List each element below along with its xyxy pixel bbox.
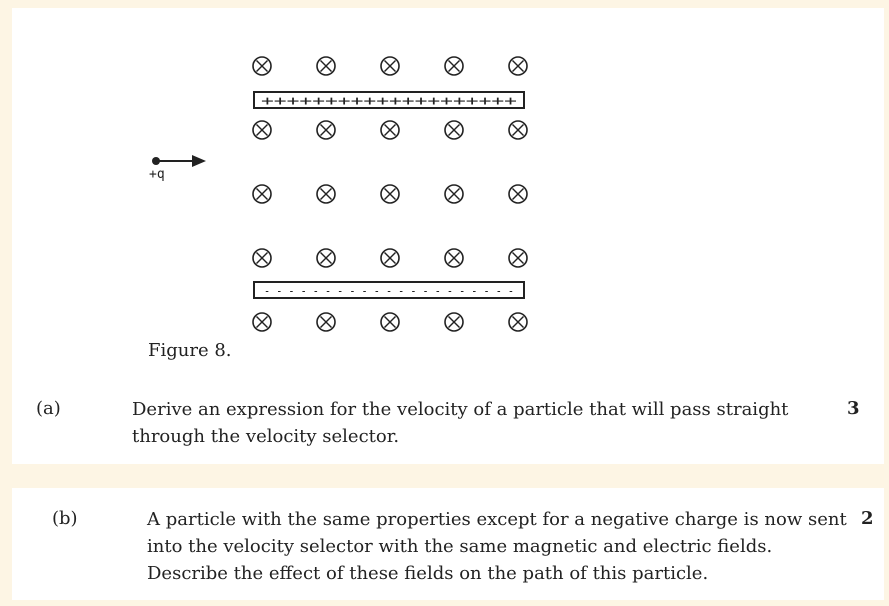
field-into-page-icon: [252, 184, 272, 204]
field-into-page-icon: [444, 56, 464, 76]
question-card-a: ++++++++++++++++++++ - - - - - - - - - -…: [12, 8, 884, 464]
field-into-page-icon: [316, 56, 336, 76]
field-into-page-icon: [316, 184, 336, 204]
field-into-page-icon: [380, 120, 400, 140]
question-marks: 3: [847, 398, 860, 419]
field-into-page-icon: [380, 184, 400, 204]
field-into-page-icon: [252, 120, 272, 140]
field-into-page-icon: [380, 248, 400, 268]
field-into-page-icon: [444, 248, 464, 268]
question-text: Derive an expression for the velocity of…: [132, 396, 789, 450]
field-into-page-icon: [444, 120, 464, 140]
question-label: (b): [52, 508, 78, 529]
velocity-arrow-head: [192, 155, 206, 167]
field-into-page-icon: [508, 184, 528, 204]
top-plate-charges: ++++++++++++++++++++: [261, 94, 517, 109]
field-into-page-icon: [252, 312, 272, 332]
question-line: Describe the effect of these fields on t…: [147, 563, 709, 584]
charge-label: +q: [149, 167, 165, 182]
top-plate: [253, 91, 525, 109]
question-line: through the velocity selector.: [132, 426, 400, 447]
field-into-page-icon: [444, 312, 464, 332]
field-into-page-icon: [444, 184, 464, 204]
field-into-page-icon: [316, 312, 336, 332]
field-into-page-icon: [508, 312, 528, 332]
bottom-plate: [253, 281, 525, 299]
question-text: A particle with the same properties exce…: [147, 506, 847, 587]
question-label: (a): [36, 398, 61, 419]
question-card-b: (b) A particle with the same properties …: [12, 488, 884, 600]
figure-caption: Figure 8.: [148, 340, 232, 361]
field-into-page-icon: [508, 120, 528, 140]
question-line: Derive an expression for the velocity of…: [132, 399, 789, 420]
field-into-page-icon: [508, 56, 528, 76]
field-into-page-icon: [316, 120, 336, 140]
magnetic-field-into-page-symbols: [252, 56, 528, 332]
field-into-page-icon: [380, 56, 400, 76]
field-into-page-icon: [380, 312, 400, 332]
field-into-page-icon: [508, 248, 528, 268]
velocity-selector-figure: ++++++++++++++++++++ - - - - - - - - - -…: [149, 56, 528, 332]
field-into-page-icon: [316, 248, 336, 268]
question-line: into the velocity selector with the same…: [147, 536, 773, 557]
field-into-page-icon: [252, 248, 272, 268]
question-line: A particle with the same properties exce…: [147, 509, 847, 530]
charge-particle: +q: [149, 155, 206, 182]
question-marks: 2: [861, 508, 874, 529]
field-into-page-icon: [252, 56, 272, 76]
bottom-plate-charges: - - - - - - - - - - - - - - - - - - - - …: [264, 284, 514, 298]
